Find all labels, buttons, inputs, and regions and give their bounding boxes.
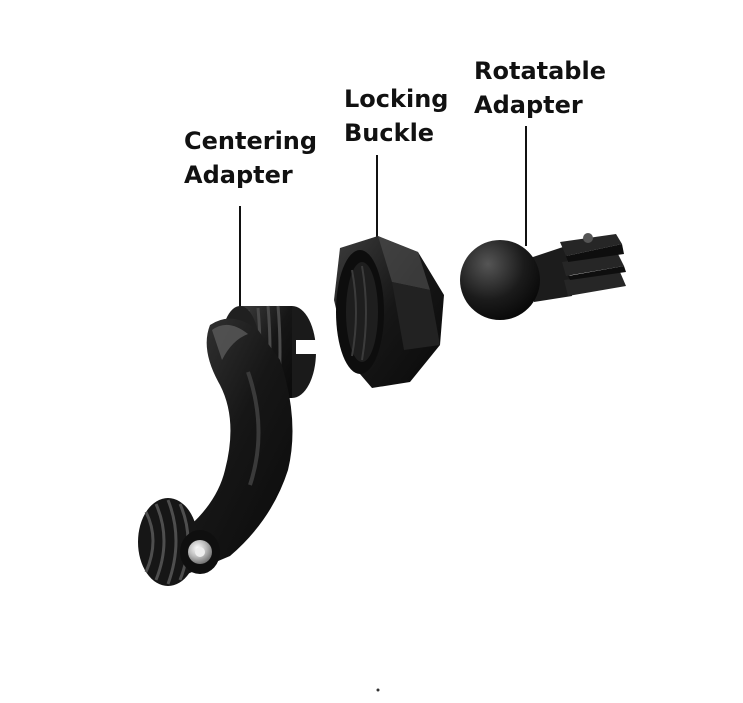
centering-adapter-label-line1: Centering bbox=[184, 124, 317, 158]
rotatable-adapter-label-line2: Adapter bbox=[474, 88, 606, 122]
rotatable-adapter-part bbox=[460, 233, 626, 320]
locking-buckle-label-line2: Buckle bbox=[344, 116, 448, 150]
centering-adapter-label-line2: Adapter bbox=[184, 158, 317, 192]
rotatable-adapter-label-line1: Rotatable bbox=[474, 54, 606, 88]
locking-buckle-label: Locking Buckle bbox=[344, 82, 448, 150]
centering-adapter-label: Centering Adapter bbox=[184, 124, 317, 192]
rotatable-adapter-label: Rotatable Adapter bbox=[474, 54, 606, 122]
locking-buckle-part bbox=[334, 236, 444, 388]
locking-buckle-label-line1: Locking bbox=[344, 82, 448, 116]
centering-adapter-part bbox=[138, 306, 320, 586]
speck bbox=[377, 689, 380, 692]
